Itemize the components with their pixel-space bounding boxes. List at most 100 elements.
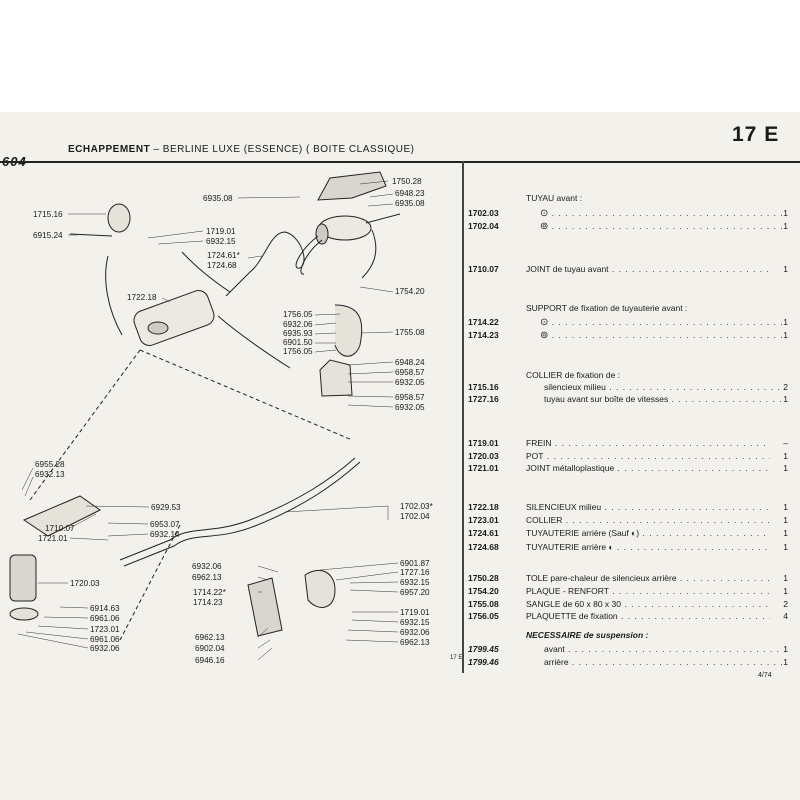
- part-description: TOLE pare-chaleur de silencieux arrière: [526, 572, 770, 584]
- part-quantity: 1: [783, 463, 788, 473]
- part-callout: 6932.15: [400, 618, 430, 627]
- clamp-1727: [304, 570, 336, 608]
- part-description: COLLIER: [526, 514, 770, 526]
- part-description-text: JOINT de tuyau avant: [526, 264, 609, 274]
- part-description: arrière: [544, 656, 788, 668]
- parts-list-row: TUYAU avant :: [468, 192, 788, 204]
- part-quantity: 1: [783, 657, 788, 667]
- part-callout: 1724.68: [207, 261, 237, 270]
- diagram-drawing: [9, 171, 401, 641]
- assembly-arrow-1: [105, 255, 123, 336]
- parts-list-row: NECESSAIRE de suspension :: [468, 629, 788, 641]
- front-pipe-outer: [123, 461, 361, 567]
- part-description: NECESSAIRE de suspension :: [526, 629, 770, 641]
- part-description-text: silencieux milieu: [544, 382, 606, 392]
- part-callout: 6948.24: [395, 358, 425, 367]
- rear-pipe: [225, 231, 319, 297]
- part-quantity: 1: [783, 573, 788, 583]
- part-callout: 6914.63: [90, 604, 120, 613]
- parts-list-row: 1720.03POT1: [468, 450, 788, 462]
- part-code: 1799.46: [468, 657, 499, 667]
- part-quantity: 1: [783, 317, 788, 327]
- part-callout: 6962.13: [400, 638, 430, 647]
- column-divider: [462, 161, 464, 673]
- part-description: ⊚: [540, 329, 784, 341]
- part-callout: 1756.05: [283, 347, 313, 356]
- part-description: avant: [544, 643, 788, 655]
- part-description-text: JOINT métalloplastique: [526, 463, 615, 473]
- part-description-text: NECESSAIRE de suspension :: [526, 630, 649, 640]
- part-description-text: TUYAUTERIE arrière (Sauf ◐): [526, 528, 640, 538]
- rear-tailpipe: [365, 213, 401, 224]
- parts-list-row: 1727.16 tuyau avant sur boîte de vitesses…: [468, 393, 788, 405]
- part-quantity: 1: [783, 528, 788, 538]
- front-pipe: [119, 457, 356, 561]
- part-description-text: avant: [544, 644, 565, 654]
- part-callout: 6902.04: [195, 644, 225, 653]
- part-code: 1727.16: [468, 394, 499, 404]
- part-quantity: 1: [783, 644, 788, 654]
- part-quantity: 4: [783, 611, 788, 621]
- part-description: ⊚: [540, 220, 784, 232]
- part-description-text: TUYAU avant :: [526, 193, 583, 203]
- part-callout: 1714.22*: [193, 588, 226, 597]
- exhaust-manifold: [22, 495, 101, 537]
- part-callout: 1715.16: [33, 210, 63, 219]
- left-hand-drive-icon: ⊙: [540, 317, 549, 328]
- part-callout: 1754.20: [395, 287, 425, 296]
- part-quantity: 1: [783, 330, 788, 340]
- part-callout: 6961.06: [90, 614, 120, 623]
- part-description-text: PLAQUETTE de fixation: [526, 611, 618, 621]
- part-description: TUYAUTERIE arrière ◐: [526, 541, 770, 553]
- part-callout: 6901.87: [400, 559, 430, 568]
- part-callout: 6929.53: [151, 503, 181, 512]
- part-description-text: SILENCIEUX milieu: [526, 502, 602, 512]
- part-description: PLAQUETTE de fixation: [526, 610, 770, 622]
- header-rule: [0, 161, 800, 163]
- part-callout: 1724.61*: [207, 251, 240, 260]
- part-description-text: tuyau avant sur boîte de vitesses: [544, 394, 669, 404]
- part-description: SILENCIEUX milieu: [526, 501, 770, 513]
- part-description: TUYAU avant :: [526, 192, 770, 204]
- collar-1723: [9, 607, 39, 621]
- part-description-text: POT: [526, 451, 544, 461]
- part-callout: 6901.50: [283, 338, 313, 347]
- part-callout: 6962.13: [195, 633, 225, 642]
- parts-list-row: COLLIER de fixation de :: [468, 369, 788, 381]
- part-description-text: TOLE pare-chaleur de silencieux arrière: [526, 573, 677, 583]
- part-code: 1799.45: [468, 644, 499, 654]
- parts-list-row: SUPPORT de fixation de tuyauterie avant …: [468, 302, 788, 314]
- left-hand-drive-icon: ⊙: [540, 208, 549, 219]
- part-quantity: 1: [783, 221, 788, 231]
- part-description-text: arrière: [544, 657, 569, 667]
- part-description: SANGLE de 60 x 80 x 30: [526, 598, 770, 610]
- section-subtitle: – BERLINE LUXE (ESSENCE) ( BOITE CLASSIQ…: [153, 144, 415, 155]
- part-code: 1754.20: [468, 586, 499, 596]
- section-title-main: ECHAPPEMENT: [68, 144, 151, 155]
- part-callout: 6958.57: [395, 368, 425, 377]
- part-callout: 6948.23: [395, 189, 425, 198]
- part-callout: 6932.06: [400, 628, 430, 637]
- part-callout: 1710.07: [45, 524, 75, 533]
- part-callout: 6953.07: [150, 520, 180, 529]
- part-quantity: 1: [783, 502, 788, 512]
- part-description-text: COLLIER: [526, 515, 563, 525]
- dash-connector-2: [29, 349, 141, 501]
- hanger-strap: [334, 304, 363, 357]
- part-callout: 6932.06: [192, 562, 222, 571]
- part-description-text: TUYAUTERIE arrière ◐: [526, 542, 614, 552]
- part-description: TUYAUTERIE arrière (Sauf ◐): [526, 527, 770, 539]
- part-callout: 6961.06: [90, 635, 120, 644]
- part-code: 1721.01: [468, 463, 499, 473]
- part-callout: 1721.01: [38, 534, 68, 543]
- part-description-text: SUPPORT de fixation de tuyauterie avant …: [526, 303, 688, 313]
- part-callout: 6957.20: [400, 588, 430, 597]
- part-description: ⊙: [540, 316, 784, 328]
- assembly-arrow-2: [181, 251, 231, 293]
- part-callout: 6955.28: [35, 460, 65, 469]
- part-quantity: 1: [783, 451, 788, 461]
